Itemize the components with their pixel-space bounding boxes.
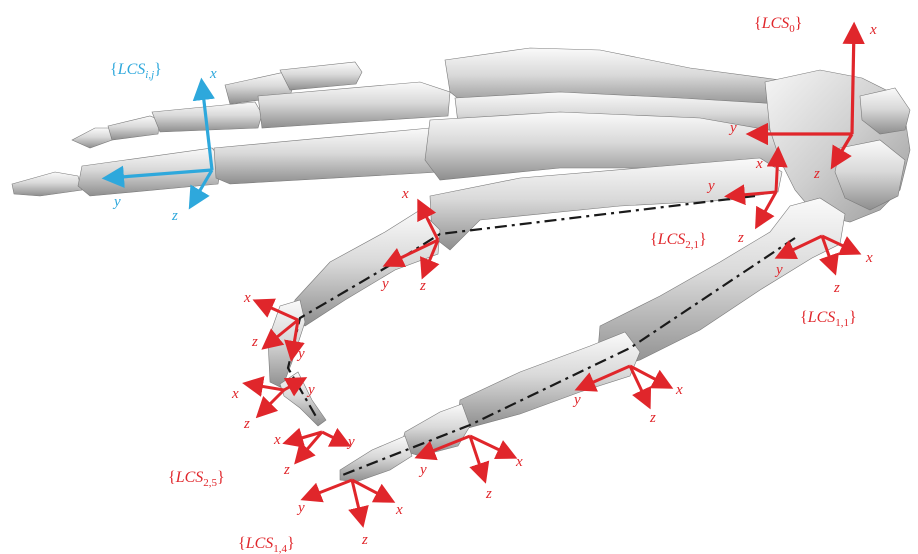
axis-z-label: z [283, 462, 290, 478]
label-lcs-2-1: {LCS2,1} [650, 231, 707, 251]
axis-y-label: y [418, 462, 427, 478]
axis-z-label: z [171, 208, 178, 224]
axis-x-label: x [209, 66, 217, 82]
axis-x-label: x [395, 502, 403, 518]
axis-x-label: x [675, 382, 683, 398]
label-lcs-1-1: {LCS1,1} [800, 309, 857, 329]
axis-z-label: z [813, 166, 820, 182]
axis-y-label: y [774, 262, 783, 278]
axis-y-arrow [306, 480, 352, 498]
axis-x-label: x [273, 432, 281, 448]
axis-y-label: y [296, 346, 305, 362]
bone-f2-distal [280, 372, 326, 426]
axis-x-arrow [776, 152, 778, 192]
axis-x-label: x [231, 386, 239, 402]
axis-y-label: y [706, 178, 715, 194]
axis-z-label: z [737, 230, 744, 246]
axis-y-label: y [380, 276, 389, 292]
axis-z-label: z [361, 532, 368, 548]
axis-z-label: z [649, 410, 656, 426]
axis-y-label: y [112, 194, 121, 210]
bone-ring-distal [280, 62, 362, 90]
axis-z-label: z [419, 278, 426, 294]
bone-f1-metacarpal [598, 198, 845, 368]
axis-y-arrow [322, 432, 346, 444]
label-lcs-1-4: {LCS1,4} [238, 535, 295, 554]
label-lcs-i-j: {LCSi,j} [110, 61, 162, 81]
axis-z-arrow [260, 390, 284, 414]
axis-y-label: y [306, 382, 315, 398]
axis-z-arrow [352, 480, 362, 522]
axis-x-label: x [515, 454, 523, 470]
axis-z-label: z [833, 280, 840, 296]
label-lcs-0: {LCS0} [754, 15, 802, 35]
axis-z-label: z [243, 416, 250, 432]
bone-index-distal [12, 172, 82, 196]
bone-f2-proximal [290, 210, 440, 326]
frame-lcs-2-5 [288, 432, 346, 460]
axis-x-arrow [352, 480, 390, 500]
bone-little-middle [108, 116, 160, 140]
axis-z-label: z [485, 486, 492, 502]
bone-f1-proximal [458, 332, 640, 428]
axis-x-label: x [755, 156, 763, 172]
label-lcs-2-5: {LCS2,5} [168, 469, 225, 489]
axis-y-label: y [296, 500, 305, 516]
axis-y-label: y [346, 434, 355, 450]
bone-little-distal [72, 128, 112, 148]
axis-z-label: z [251, 334, 258, 350]
axis-x-label: x [401, 186, 409, 202]
frame-lcs-1-4 [306, 480, 390, 522]
axis-z-arrow [758, 192, 776, 224]
axis-x-label: x [869, 22, 877, 38]
axis-y-label: y [572, 392, 581, 408]
bone-index-proximal [214, 128, 445, 184]
axis-y-label: y [728, 120, 737, 136]
axis-x-label: x [243, 290, 251, 306]
bone-f1-middle [400, 404, 470, 456]
kinematic-chain-lines [288, 196, 795, 476]
axis-x-label: x [865, 250, 873, 266]
axis-x-arrow [852, 28, 854, 134]
